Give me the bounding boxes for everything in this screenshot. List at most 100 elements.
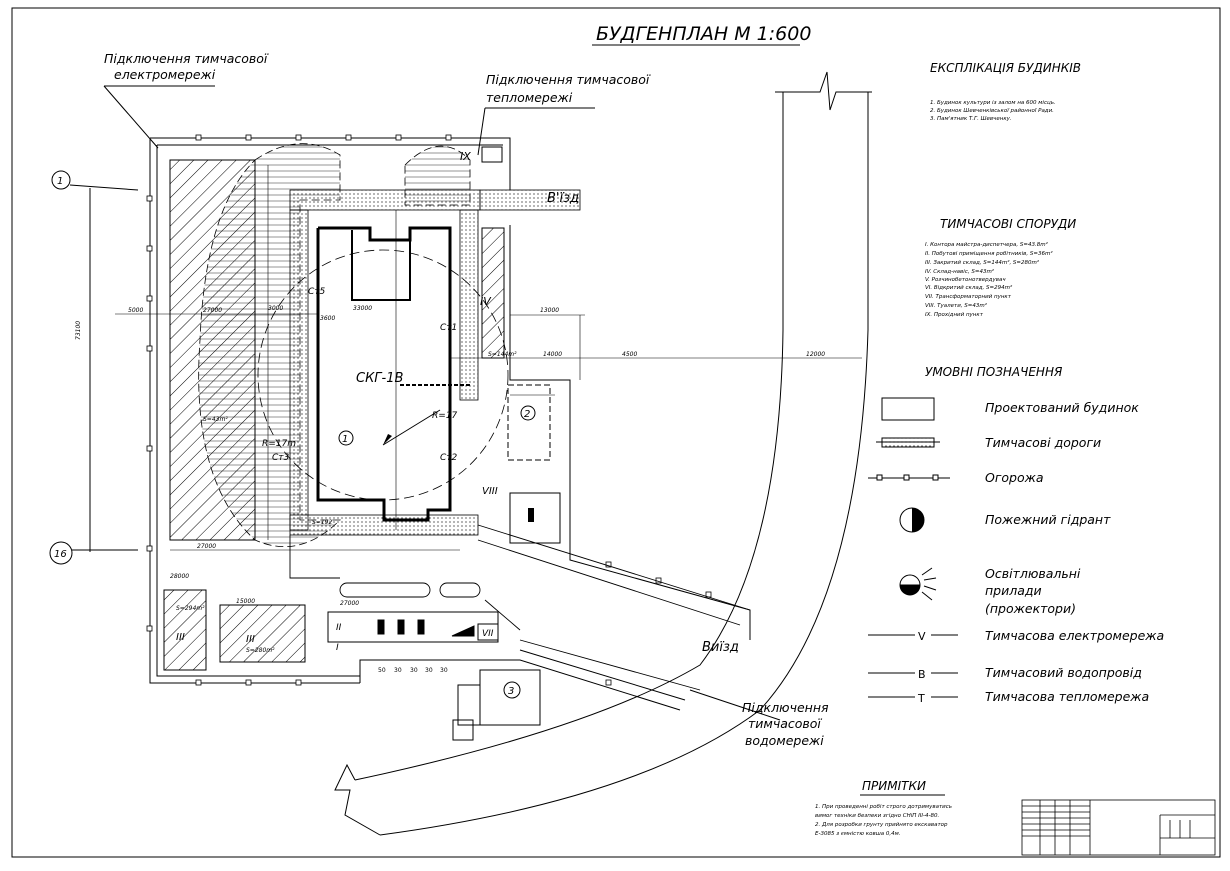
crane-radius: R=17 xyxy=(432,411,458,421)
callout-heat: Підключення тимчасової тепломережі xyxy=(477,72,651,156)
street xyxy=(334,71,872,836)
crane-stop-3: Ст3 xyxy=(272,453,290,463)
svg-text:1. При проведенні робіт строго: 1. При проведенні робіт строго дотримува… xyxy=(815,804,952,810)
callout-power: Підключення тимчасової електромережі xyxy=(103,51,269,149)
svg-text:15000: 15000 xyxy=(236,598,255,605)
svg-text:III: III xyxy=(176,632,185,643)
floodlight-icon xyxy=(899,567,937,601)
building-number-1 xyxy=(338,430,354,446)
legend-title: УМОВНІ ПОЗНАЧЕННЯ xyxy=(925,365,1063,379)
svg-text:1: 1 xyxy=(57,176,63,187)
svg-text:73100: 73100 xyxy=(75,321,82,340)
office-dims: 50 30 30 30 30 xyxy=(378,667,448,674)
temp-structures-items: I. Контора майстра-диспетчера, S=43.8m² … xyxy=(925,241,1053,318)
notes-lines: 1. При проведенні робіт строго дотримува… xyxy=(815,804,952,837)
svg-text:30: 30 xyxy=(410,667,418,674)
dimension-text: 73100 5000 27000 3000 33000 3600 13000 1… xyxy=(75,305,825,654)
crane-name: СКГ-1В xyxy=(356,371,404,386)
svg-text:5000: 5000 xyxy=(128,307,143,314)
svg-text:Тимчасовий водопровід: Тимчасовий водопровід xyxy=(985,665,1142,680)
svg-text:50: 50 xyxy=(378,667,386,674)
svg-text:IV. Склад-навіс, S=43m²: IV. Склад-навіс, S=43m² xyxy=(925,268,995,275)
svg-text:VI. Відкритий склад, S=294m²: VI. Відкритий склад, S=294m² xyxy=(925,284,1013,291)
site-fence xyxy=(149,137,751,711)
legend: Проектований будинок Тимчасові дороги Ог… xyxy=(868,397,1164,705)
svg-text:IV: IV xyxy=(480,295,492,308)
svg-text:В: В xyxy=(918,668,926,681)
svg-text:13000: 13000 xyxy=(540,307,559,314)
building-2 xyxy=(507,384,551,461)
notes-title: ПРИМІТКИ xyxy=(862,779,926,793)
crane-radius-circle xyxy=(257,249,509,501)
crane-stop-2: Ст2 xyxy=(440,453,458,463)
svg-text:Пожежний гідрант: Пожежний гідрант xyxy=(985,512,1111,527)
monument-3 xyxy=(452,669,541,741)
svg-text:S=192: S=192 xyxy=(312,519,332,526)
site-offices xyxy=(327,611,499,643)
exit-label: Виїзд xyxy=(702,640,739,655)
svg-text:IX: IX xyxy=(460,150,471,163)
svg-text:14000: 14000 xyxy=(543,351,562,358)
svg-text:III. Закритий склад, S=144m²,: III. Закритий склад, S=144m², S=280m² xyxy=(925,259,1040,266)
svg-text:30: 30 xyxy=(440,667,448,674)
svg-text:Тимчасова тепломережа: Тимчасова тепломережа xyxy=(985,689,1149,704)
svg-text:27000: 27000 xyxy=(340,600,359,607)
svg-text:2. Для розробки грунту прийнят: 2. Для розробки грунту прийнято екскават… xyxy=(815,822,948,828)
callout-water: Підключення тимчасової водомережі xyxy=(689,689,829,748)
svg-text:Освітлювальні: Освітлювальні xyxy=(985,566,1081,581)
svg-text:Підключення тимчасової: Підключення тимчасової xyxy=(104,51,269,66)
temp-IX xyxy=(481,146,503,163)
explication-title: ЕКСПЛІКАЦІЯ БУДИНКІВ xyxy=(930,61,1081,75)
crane-stop-1: Ст1 xyxy=(440,323,457,333)
svg-text:Тимчасова електромережа: Тимчасова електромережа xyxy=(985,628,1164,643)
svg-text:Підключення: Підключення xyxy=(742,700,829,715)
internal-roads xyxy=(289,524,751,691)
entry-label: В'їзд xyxy=(547,191,579,206)
svg-text:3: 3 xyxy=(508,686,514,697)
svg-text:електромережі: електромережі xyxy=(114,67,216,82)
svg-text:II. Побутові приміщення робітн: II. Побутові приміщення робітників, S=36… xyxy=(925,250,1053,257)
svg-text:1. Будинок культури із залом н: 1. Будинок культури із залом на 600 місц… xyxy=(930,100,1056,106)
svg-text:VII: VII xyxy=(482,629,494,639)
temp-IV xyxy=(481,227,505,359)
axis-markers xyxy=(49,170,139,565)
svg-text:3. Пам'ятник Т.Г. Шевченку.: 3. Пам'ятник Т.Г. Шевченку. xyxy=(930,116,1012,122)
temporary-roads xyxy=(289,189,581,536)
svg-text:Проектований будинок: Проектований будинок xyxy=(985,400,1139,415)
svg-text:вимог техніки безпеки згідно С: вимог техніки безпеки згідно СНіП III-4-… xyxy=(815,813,939,819)
svg-text:3600: 3600 xyxy=(320,315,335,322)
svg-text:VII. Трансформаторний пункт: VII. Трансформаторний пункт xyxy=(925,294,1012,300)
svg-text:S=43m²: S=43m² xyxy=(203,416,228,423)
closed-storage-III-b xyxy=(219,604,306,663)
svg-text:30: 30 xyxy=(425,667,433,674)
crane-radius-alt: R=17m xyxy=(262,439,296,449)
storage-III-b-label: III xyxy=(246,634,255,645)
svg-text:водомережі: водомережі xyxy=(745,733,824,748)
svg-text:IX. Прохідний пункт: IX. Прохідний пункт xyxy=(925,312,984,318)
temp-VIII xyxy=(509,492,561,544)
svg-text:27000: 27000 xyxy=(197,543,216,550)
svg-text:прилади: прилади xyxy=(985,583,1042,598)
svg-text:1: 1 xyxy=(342,434,348,445)
sheet-frame xyxy=(11,7,1221,858)
svg-text:I: I xyxy=(336,643,339,653)
svg-text:16: 16 xyxy=(54,549,67,560)
svg-text:Тимчасові дороги: Тимчасові дороги xyxy=(985,435,1101,450)
svg-text:V. Розчинобетонотвердувач: V. Розчинобетонотвердувач xyxy=(925,277,1006,283)
temp-structures-title: ТИМЧАСОВІ СПОРУДИ xyxy=(940,217,1076,231)
svg-text:I. Контора майстра-диспетчера,: I. Контора майстра-диспетчера, S=43.8m² xyxy=(925,241,1049,248)
title-block xyxy=(1021,799,1216,856)
svg-text:VIII. Туалети, S=43m²: VIII. Туалети, S=43m² xyxy=(925,302,988,309)
svg-text:VIII: VIII xyxy=(482,486,498,497)
svg-text:12000: 12000 xyxy=(806,351,825,358)
svg-text:S=294m²: S=294m² xyxy=(176,605,205,612)
dimension-lines xyxy=(115,165,862,551)
svg-text:Огорожа: Огорожа xyxy=(985,470,1044,485)
svg-text:(прожектори): (прожектори) xyxy=(985,601,1076,616)
svg-text:2: 2 xyxy=(524,409,530,420)
svg-text:S=144m²: S=144m² xyxy=(488,351,517,358)
svg-text:II: II xyxy=(336,623,342,633)
drawing-title: БУДГЕНПЛАН М 1:600 xyxy=(596,23,811,45)
svg-text:27000: 27000 xyxy=(203,307,222,314)
